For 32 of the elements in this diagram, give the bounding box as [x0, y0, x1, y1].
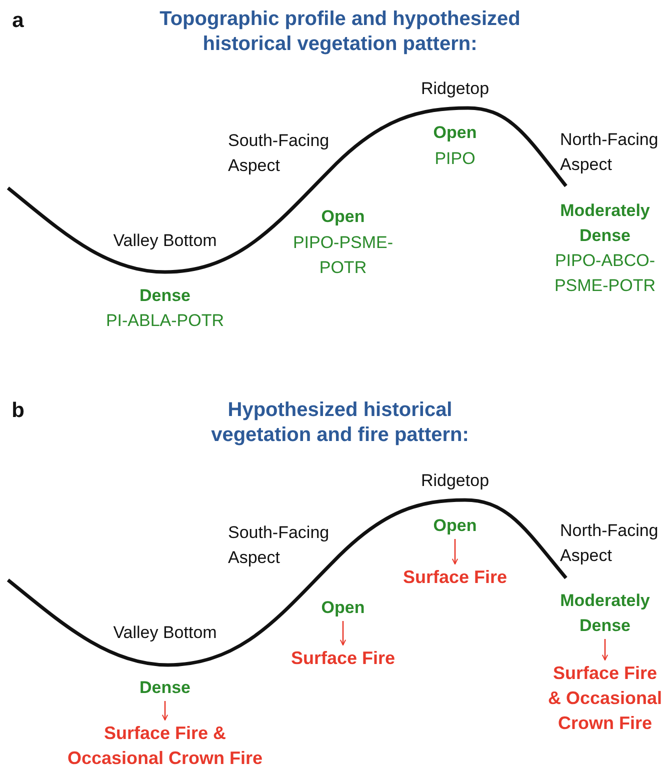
- fire-regime-label: Surface Fire: [278, 646, 408, 671]
- terrain-label: North-Facing Aspect: [560, 520, 660, 567]
- species-label: PIPO-ABCO-PSME-POTR: [553, 250, 657, 297]
- terrain-label: Valley Bottom: [112, 230, 218, 252]
- vegetation-density-label: Open: [293, 595, 393, 620]
- panel-letter: a: [11, 8, 25, 33]
- terrain-label: South-Facing Aspect: [228, 522, 330, 569]
- fire-regime-label: Surface Fire & Occasional Crown Fire: [58, 721, 272, 766]
- panel-title: Hypothesized historical vegetation and fire pattern:: [210, 398, 470, 448]
- terrain-label: South-Facing Aspect: [228, 130, 330, 177]
- panel-title: Topographic profile and hypothesized historical vegetation pattern:: [158, 7, 522, 57]
- terrain-label: Ridgetop: [420, 470, 490, 492]
- vegetation-density-label: Open: [405, 513, 505, 538]
- vegetation-density-label: Open: [320, 206, 366, 228]
- species-label: PIPO: [434, 148, 476, 170]
- species-label: PIPO-PSME-POTR: [292, 232, 394, 279]
- vegetation-density-label: Dense: [138, 285, 192, 307]
- terrain-label: North-Facing Aspect: [560, 129, 660, 176]
- fire-regime-label: Surface Fire: [395, 565, 515, 590]
- terrain-label: Valley Bottom: [112, 622, 218, 644]
- arrow: [162, 701, 168, 720]
- vegetation-density-label: Dense: [115, 675, 215, 700]
- vegetation-density-label: Moderately Dense: [540, 588, 669, 638]
- vegetation-density-label: Moderately Dense: [559, 200, 651, 247]
- fire-regime-label: Surface Fire & Occasional Crown Fire: [546, 661, 664, 736]
- arrow: [340, 621, 346, 646]
- terrain-label: Ridgetop: [420, 78, 490, 100]
- species-label: PI-ABLA-POTR: [104, 310, 226, 332]
- arrow: [452, 539, 458, 564]
- arrow: [602, 639, 608, 660]
- panel-letter: b: [10, 398, 26, 423]
- vegetation-density-label: Open: [432, 122, 478, 144]
